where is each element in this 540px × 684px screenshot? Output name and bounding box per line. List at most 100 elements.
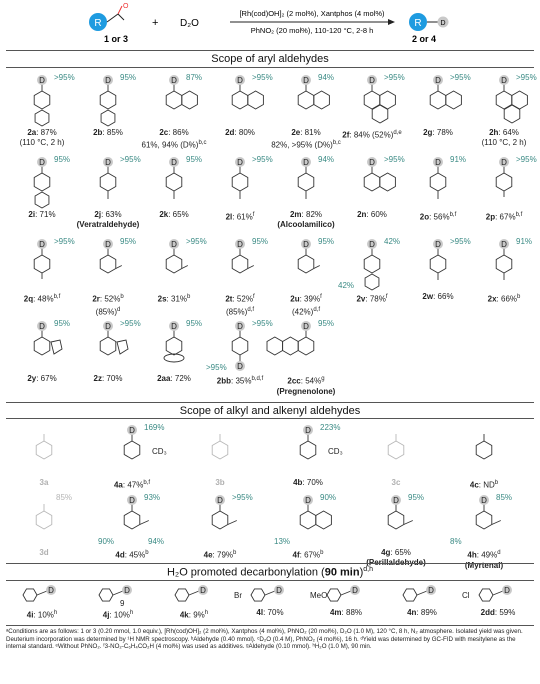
deuterium-percent: >95% xyxy=(252,319,273,328)
aryl-compound-2j: D>95%2j: 63%(Veratraldehyde) xyxy=(70,152,146,230)
deuterium-percent: >95% xyxy=(384,73,405,82)
deuterium-label: D xyxy=(171,322,177,331)
aryl-compound-2h: D>95%2h: 64%(110 °C, 2 h) xyxy=(466,70,540,148)
compound-id: 2a xyxy=(27,128,37,137)
ring xyxy=(297,90,315,110)
compound-label: 2cc: 54%g xyxy=(268,374,344,387)
deuterium-label: D xyxy=(276,586,282,595)
structure-2h: D>95% xyxy=(495,73,537,124)
deuterium-ball xyxy=(499,157,509,167)
yield-footnote: h xyxy=(204,610,209,616)
compound-label: 2dd: 59% xyxy=(460,608,536,618)
deuterium-percent: 90% xyxy=(320,493,336,502)
structure-2j: D>95% xyxy=(99,155,141,199)
yield-footnote: g xyxy=(321,376,325,382)
ring xyxy=(297,172,315,192)
deuterium-percent: 95% xyxy=(120,237,136,246)
deuterium-percent: 95% xyxy=(186,155,202,164)
bond xyxy=(112,590,124,596)
deuterium-percent: 95% xyxy=(54,319,70,328)
alkyl-compound-3b: 3b xyxy=(182,420,258,488)
deuterium-ball xyxy=(433,157,443,167)
compound-label: 2i: 71% xyxy=(4,210,80,220)
compound-id: 2l xyxy=(225,212,233,222)
deuterium-percent: 91% xyxy=(450,155,466,164)
reagent-d2o: D₂O xyxy=(180,18,199,29)
reactant-o: O xyxy=(123,3,129,10)
alkyl-compound-3c: 3c xyxy=(358,420,434,488)
deuterium-label: D xyxy=(105,158,111,167)
structure-2q: D>95% xyxy=(33,237,75,279)
ring xyxy=(429,254,447,274)
ring xyxy=(231,172,249,192)
yield: : 72% xyxy=(170,374,191,383)
ring xyxy=(364,273,380,291)
ring xyxy=(387,510,405,530)
deuterium-percent-2: >95% xyxy=(206,363,227,372)
deuterium-ball xyxy=(46,585,56,595)
ring xyxy=(34,191,50,209)
compound-id: 2aa xyxy=(157,374,171,383)
deuterium-label: D xyxy=(39,240,45,249)
ring xyxy=(231,90,249,110)
yield: : 87% xyxy=(36,128,57,137)
deuterium-label: D xyxy=(303,158,309,167)
compound-id: 2j xyxy=(94,210,102,219)
ring xyxy=(445,90,462,110)
deuterium-percent: >95% xyxy=(450,73,471,82)
deuterium-ball xyxy=(350,585,360,595)
deuterium-percent-2: 8% xyxy=(450,537,462,546)
compound-label: 4k: 9%h xyxy=(156,608,232,621)
substituent-label: Br xyxy=(234,591,242,600)
deuterium-percent: 87% xyxy=(186,73,202,82)
compound-id: 2w xyxy=(422,292,434,301)
yield: : 54% xyxy=(300,376,322,386)
deuterium-label: D xyxy=(237,362,243,371)
deuterium-ball xyxy=(433,75,443,85)
deuterium-percent: >95% xyxy=(54,73,75,82)
yield: : 65% xyxy=(390,548,411,557)
deuterium-ball xyxy=(303,425,313,435)
compound-id: 2m xyxy=(289,210,302,219)
compound-label: 4c: NDb xyxy=(446,478,522,491)
compound-label: 4b: 70% xyxy=(270,478,346,488)
yield: : 79% xyxy=(212,550,234,560)
ring xyxy=(250,588,266,602)
ring xyxy=(33,336,51,356)
structure-4c xyxy=(475,434,493,460)
yield-footnote: b xyxy=(517,294,521,300)
compound-label: 3c xyxy=(358,478,434,488)
compound-id: 3c xyxy=(391,478,401,487)
rule-h2o-top xyxy=(6,563,534,564)
compound-label: 2x: 66%b xyxy=(466,292,540,305)
deuterium-label: D xyxy=(435,158,441,167)
ring xyxy=(99,336,117,356)
deuterium-percent: 95% xyxy=(318,237,334,246)
deuterium-percent: 95% xyxy=(252,237,268,246)
aryl-compound-2a: D>95%2a: 87%(110 °C, 2 h) xyxy=(4,70,80,148)
deuterium-label: D xyxy=(481,496,487,505)
reactant-carbonyl xyxy=(117,5,123,15)
structure-2o: D 91% xyxy=(429,155,466,199)
ring xyxy=(33,172,51,192)
ring xyxy=(379,172,396,192)
yield: : 65% xyxy=(168,210,189,219)
deuterium-ball xyxy=(367,75,377,85)
product-d-ball xyxy=(437,16,449,28)
compound-label: 3d xyxy=(6,548,82,558)
deuterium-ball xyxy=(426,585,436,595)
yield: : 78% xyxy=(365,294,386,304)
bond xyxy=(139,520,149,525)
aryl-compound-2w: D>95%2w: 66% xyxy=(400,234,476,302)
yield: : 78% xyxy=(432,128,453,137)
